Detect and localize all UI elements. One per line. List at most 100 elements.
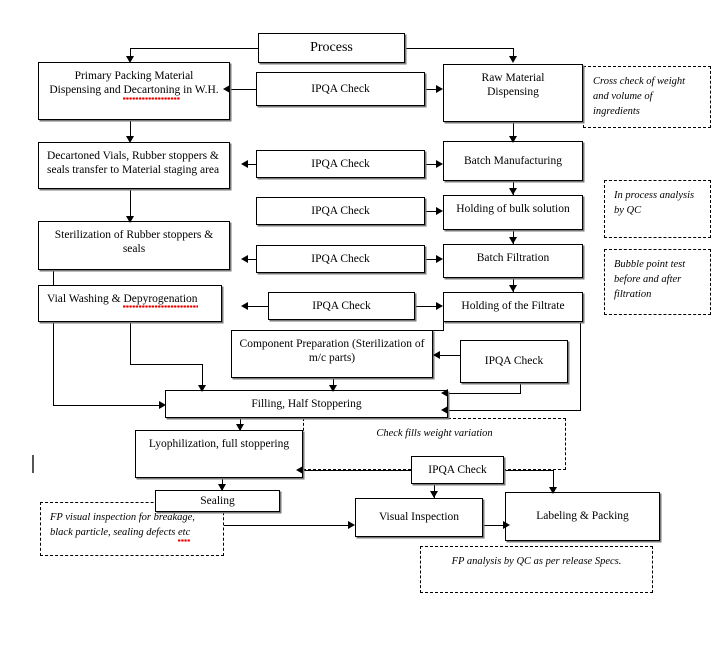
node-filling-half-stoppering[interactable]: Filling, Half Stoppering — [165, 390, 448, 418]
node-visual-inspection[interactable]: Visual Inspection — [355, 498, 483, 537]
arrowhead-decartoned-to-sterilization — [125, 216, 134, 223]
node-holding-bulk-solution[interactable]: Holding of bulk solution — [443, 195, 583, 230]
node-component-prep-text: Component Preparation (Sterilization of … — [240, 337, 425, 366]
connector-ipqa7-to-lyo — [303, 470, 411, 471]
connector-primary-to-decartoned — [130, 120, 131, 140]
node-decartoned-text: Decartoned Vials, Rubber stoppers & seal… — [47, 149, 219, 178]
node-primary-packing[interactable]: Primary Packing Material Dispensing and … — [38, 62, 230, 120]
connector-ipqa7-to-labeling — [553, 470, 554, 492]
node-ipqa-check-7[interactable]: IPQA Check — [411, 456, 504, 484]
node-ipqa-check-2[interactable]: IPQA Check — [256, 150, 425, 178]
node-ipqa-check-3[interactable]: IPQA Check — [256, 197, 425, 225]
connector-sealing-to-visual — [222, 525, 350, 526]
stray-tick-mark — [32, 455, 34, 473]
node-primary-packing-text: Primary Packing Material Dispensing and … — [49, 69, 219, 101]
node-vial-washing[interactable]: Vial Washing & Depyrogenation — [38, 285, 222, 322]
note-fp-analysis: FP analysis by QC as per release Specs. — [420, 546, 653, 593]
node-vial-washing-text: Vial Washing & Depyrogenation — [47, 292, 198, 309]
primary-packing-line2c: in W.H. — [180, 84, 219, 97]
arrowhead-ipqa4-to-sterilization — [241, 254, 248, 263]
arrowhead-ipqa3-to-holdingbulk — [436, 206, 443, 215]
arrowhead-compprep-to-filling — [328, 385, 337, 392]
primary-packing-line2a: Dispensing and — [49, 84, 124, 97]
node-raw-material-dispensing[interactable]: Raw Material Dispensing — [443, 64, 583, 122]
connector-holdingfiltrate-left-down — [443, 322, 444, 330]
fp-analysis-label: FP analysis by QC as per release Specs. — [451, 556, 622, 567]
arrowhead-ipqa5-to-vialwashing — [241, 301, 248, 310]
ipqa-check-6-label: IPQA Check — [484, 355, 544, 368]
arrowhead-sterilization-to-filling — [159, 400, 166, 409]
connector-raw-to-batchmfg — [513, 122, 514, 141]
arrowhead-lyo-to-sealing — [217, 484, 226, 491]
holding-filtrate-label: Holding of the Filtrate — [461, 300, 565, 312]
note-in-process-text: In process analysis by QC — [614, 188, 694, 218]
node-process-label: Process — [310, 40, 353, 56]
fp-visual-line1: FP visual inspection for breakage, — [50, 512, 195, 523]
connector-vialwashing-down-2 — [202, 364, 203, 390]
sterilization-stoppers-label: Sterilization of Rubber stoppers & seals — [54, 229, 214, 256]
connector-sterilization-stub-v — [53, 265, 54, 290]
vial-washing-misspelled-word: Depyrogenation — [123, 293, 198, 309]
arrowhead-holdingbulk-to-filtration — [508, 237, 517, 244]
check-fills-label: Check fills weight variation — [376, 428, 493, 439]
arrowhead-process-to-primary — [125, 56, 134, 63]
arrowhead-primary-to-decartoned — [125, 136, 134, 143]
connector-decartoned-to-sterilization — [130, 189, 131, 221]
ipqa-check-1-label: IPQA Check — [311, 82, 370, 95]
node-ipqa-check-1[interactable]: IPQA Check — [256, 72, 425, 106]
node-labeling-packing[interactable]: Labeling & Packing — [505, 492, 660, 541]
node-ipqa-check-6[interactable]: IPQA Check — [460, 340, 568, 383]
note-cross-check: Cross check of weight and volume of ingr… — [583, 66, 711, 128]
batch-manufacturing-label: Batch Manufacturing — [463, 154, 563, 167]
connector-ipqa5-to-vialwashing — [248, 306, 270, 307]
node-holding-filtrate[interactable]: Holding of the Filtrate — [443, 292, 583, 322]
arrowhead-ipqa4-to-filtration — [436, 254, 443, 263]
arrowhead-holdingfiltrate-to-filling — [441, 405, 448, 414]
node-decartoned-vials[interactable]: Decartoned Vials, Rubber stoppers & seal… — [38, 142, 230, 189]
node-sterilization-stoppers[interactable]: Sterilization of Rubber stoppers & seals — [38, 221, 230, 270]
cross-check-line2: and volume of ingredients — [593, 91, 653, 118]
ipqa-check-2-label: IPQA Check — [311, 157, 370, 170]
fp-visual-line2a: black particle, sealing defects — [50, 527, 179, 539]
connector-sterilization-to-filling — [53, 405, 161, 406]
node-ipqa-check-5[interactable]: IPQA Check — [268, 292, 415, 320]
node-raw-material-text: Raw Material Dispensing — [482, 71, 545, 100]
in-process-line2: by QC — [614, 205, 642, 217]
arrowhead-ipqa7-to-labeling — [548, 487, 557, 494]
arrowhead-sealing-to-visual — [348, 520, 355, 529]
labeling-packing-label: Labeling & Packing — [536, 510, 629, 523]
node-batch-manufacturing[interactable]: Batch Manufacturing — [443, 141, 583, 181]
in-process-line1: In process analysis — [614, 190, 695, 201]
fp-visual-misspelled-word: etc — [178, 525, 191, 543]
arrowhead-ipqa6-to-compprep — [433, 350, 440, 359]
node-lyophilization[interactable]: Lyophilization, full stoppering — [135, 430, 303, 478]
connector-vialwashing-down-1 — [130, 322, 131, 364]
connector-ipqa7-right — [504, 470, 553, 471]
arrowhead-ipqa6-to-filling — [441, 388, 448, 397]
node-component-preparation[interactable]: Component Preparation (Sterilization of … — [231, 330, 433, 378]
connector-ipqa1-to-primary — [230, 89, 256, 90]
sealing-label: Sealing — [200, 494, 235, 507]
connector-ipqa6-to-compprep — [440, 355, 460, 356]
connector-ipqa6-to-filling — [448, 393, 521, 394]
node-ipqa-check-4[interactable]: IPQA Check — [256, 245, 425, 273]
holding-bulk-label: Holding of bulk solution — [456, 203, 570, 215]
lyophilization-label: Lyophilization, full stoppering — [148, 438, 290, 450]
primary-packing-line1: Primary Packing Material — [74, 70, 194, 82]
node-sealing[interactable]: Sealing — [155, 490, 280, 512]
arrowhead-ipqa5-to-holdingfiltrate — [436, 301, 443, 310]
connector-ipqa6-down — [520, 383, 521, 393]
connector-compprep-to-filling — [333, 378, 334, 390]
arrowhead-filling-to-lyo — [235, 424, 244, 431]
connector-vialwashing-right — [130, 364, 202, 365]
arrowhead-ipqa2-to-batchmfg — [436, 159, 443, 168]
connector-ipqa3-to-holdingbulk — [425, 211, 437, 212]
primary-packing-misspelled-word: Decartoning — [123, 84, 181, 101]
node-process[interactable]: Process — [258, 33, 405, 63]
ipqa-check-3-label: IPQA Check — [311, 204, 370, 217]
component-prep-line2: m/c parts) — [308, 352, 356, 365]
ipqa-check-4-label: IPQA Check — [311, 252, 370, 265]
node-batch-filtration[interactable]: Batch Filtration — [443, 244, 583, 278]
raw-material-line2: Dispensing — [487, 86, 539, 99]
